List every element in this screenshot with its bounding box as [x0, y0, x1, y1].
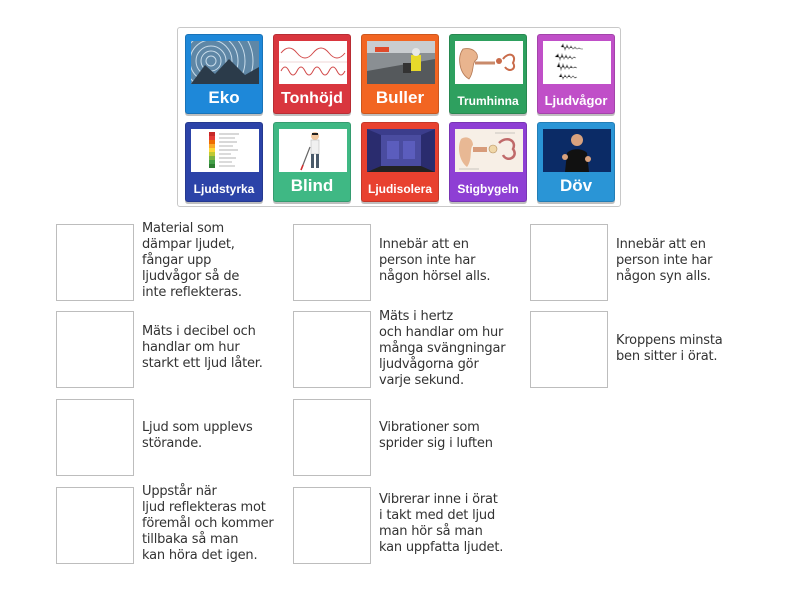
tile-label: Döv: [559, 176, 593, 195]
decibel-scale-chart-image: [191, 129, 259, 172]
tile-tonhojd[interactable]: Tonhöjd: [273, 34, 351, 114]
road-worker-jackhammer-image: [367, 41, 435, 84]
target-description: Kroppens minsta ben sitter i örat.: [616, 333, 723, 364]
target-description: Vibrerar inne i örat i takt med det ljud…: [379, 492, 504, 555]
target-description: Mäts i hertz och handlar om hur många sv…: [379, 309, 506, 388]
target-description: Vibrationer som sprider sig i luften: [379, 420, 493, 451]
inner-ear-diagram-image: [455, 129, 523, 172]
target-description: Uppstår när ljud reflekteras mot föremål…: [142, 484, 274, 563]
target-description: Material som dämpar ljudet, fångar upp l…: [142, 221, 242, 300]
tile-label: Ljudstyrka: [193, 182, 255, 196]
answer-tile-tray: Eko Tonhöjd Buller: [177, 27, 621, 207]
target-description: Mäts i decibel och handlar om hur starkt…: [142, 324, 263, 371]
tile-stigbygeln[interactable]: Stigbygeln: [449, 122, 527, 202]
tile-label: Tonhöjd: [281, 90, 343, 107]
drop-target-box[interactable]: [293, 399, 371, 476]
drop-target-box[interactable]: [530, 311, 608, 388]
drop-target-box[interactable]: [56, 311, 134, 388]
drop-target-box[interactable]: [56, 224, 134, 301]
tile-buller[interactable]: Buller: [361, 34, 439, 114]
tile-ljudstyrka[interactable]: Ljudstyrka: [185, 122, 263, 202]
drop-target-box[interactable]: [56, 399, 134, 476]
wave-pitch-diagram-image: [279, 41, 347, 84]
drop-target-box[interactable]: [530, 224, 608, 301]
tile-label: Eko: [208, 88, 240, 107]
drop-target-box[interactable]: [293, 311, 371, 388]
tile-label: Buller: [375, 88, 425, 107]
target-description: Innebär att en person inte har någon hör…: [379, 237, 491, 284]
person-with-white-cane-image: [279, 129, 347, 172]
tile-trumhinna[interactable]: Trumhinna: [449, 34, 527, 114]
tile-label: Ljudisolera: [367, 182, 432, 196]
drop-target-box[interactable]: [56, 487, 134, 564]
sound-wave-rings-mountains-image: [191, 41, 259, 84]
tile-blind[interactable]: Blind: [273, 122, 351, 202]
tile-ljudvagor[interactable]: Ljudvågor: [537, 34, 615, 114]
tile-label: Stigbygeln: [457, 182, 519, 196]
tile-label: Blind: [290, 176, 334, 195]
soundproof-room-image: [367, 129, 435, 172]
tile-ljudisolera[interactable]: Ljudisolera: [361, 122, 439, 202]
drop-target-box[interactable]: [293, 224, 371, 301]
tile-dov[interactable]: Döv: [537, 122, 615, 202]
target-description: Ljud som upplevs störande.: [142, 420, 253, 451]
sign-language-interpreter-image: [543, 129, 611, 172]
tile-label: Trumhinna: [457, 94, 519, 108]
sound-waveforms-image: [543, 41, 611, 84]
tile-label: Ljudvågor: [544, 93, 608, 108]
ear-anatomy-image: [455, 41, 523, 84]
tile-eko[interactable]: Eko: [185, 34, 263, 114]
drop-target-box[interactable]: [293, 487, 371, 564]
target-description: Innebär att en person inte har någon syn…: [616, 237, 713, 284]
